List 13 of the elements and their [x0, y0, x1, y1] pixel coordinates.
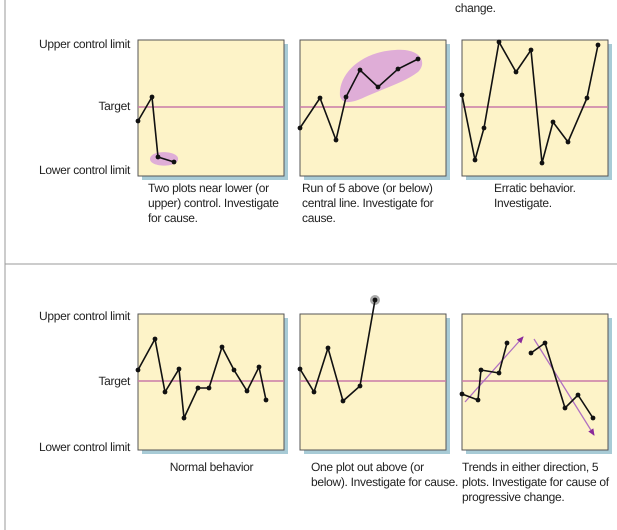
caption-text: One plot out above (or below). Investigate for cause. [311, 460, 460, 490]
caption-text: Trends in either direction, 5 plots. Investigate for cause of progressive change. [462, 460, 610, 505]
caption-text: Erratic behavior. Investigate. [494, 181, 577, 211]
caption-text: Normal behavior [168, 460, 254, 475]
axis-label: Lower control limit [38, 440, 130, 455]
axis-label: Lower control limit [38, 163, 130, 178]
axis-label: Target [97, 374, 130, 389]
axis-label: Target [97, 99, 130, 114]
axis-label: Upper control limit [38, 37, 130, 52]
caption-text: Two plots near lower (or upper) control. Investigate for cause. [148, 181, 280, 226]
axis-label: Upper control limit [38, 309, 130, 324]
caption-text: Run of 5 above (or below) central line. Investigate for cause. [302, 181, 434, 226]
caption-text: change. [455, 1, 497, 16]
